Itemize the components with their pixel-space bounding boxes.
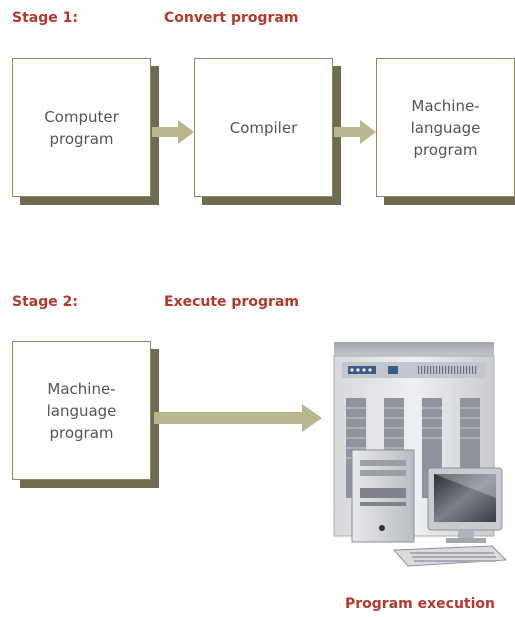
arrow-icon [154, 404, 322, 432]
computer-program-box: Computer program [12, 58, 159, 205]
machine-language-program-text-stage2: Machine- language program [46, 379, 117, 442]
stage2-label: Stage 2: [12, 294, 78, 310]
compiler-box: Compiler [194, 58, 341, 205]
stage2-title: Execute program [164, 294, 299, 310]
arrow-icon [334, 120, 376, 144]
arrow-icon [152, 120, 194, 144]
program-execution-caption: Program execution [345, 596, 495, 612]
stage1-title: Convert program [164, 10, 299, 26]
machine-language-program-text: Machine- language program [410, 96, 481, 159]
machine-language-program-box: Machine- language program [376, 58, 515, 205]
compiler-text: Compiler [229, 118, 298, 137]
computer-system-icon [333, 342, 508, 567]
machine-language-program-box-stage2: Machine- language program [12, 341, 159, 488]
stage1-label: Stage 1: [12, 10, 78, 26]
computer-program-text: Computer program [44, 107, 119, 148]
